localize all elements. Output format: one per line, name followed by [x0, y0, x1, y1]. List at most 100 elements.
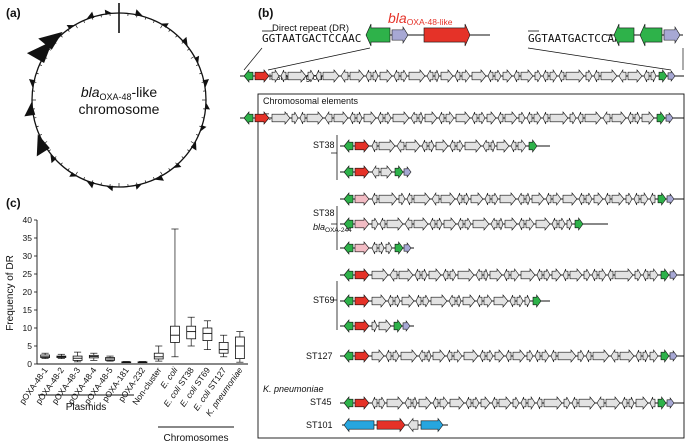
grey-gene [430, 218, 435, 230]
y-tick-label: 10 [23, 323, 33, 333]
grey-gene [572, 397, 577, 409]
grey-gene [341, 70, 348, 82]
y-tick-label: 0 [27, 359, 32, 369]
dr-arrow-icon [37, 134, 50, 156]
dr-arrow-icon [203, 79, 209, 88]
chromosome-tick [182, 157, 184, 159]
grey-gene [506, 350, 511, 362]
grey-gene [488, 70, 493, 82]
chromosome-tick [61, 163, 63, 165]
y-tick-label: 15 [23, 305, 33, 315]
grey-gene [465, 218, 471, 230]
grey-gene [491, 140, 495, 152]
grey-gene [525, 295, 530, 307]
grey-gene [644, 70, 649, 82]
y-tick-label: 30 [23, 251, 33, 261]
grey-gene [393, 112, 409, 124]
y-tick-label: 25 [23, 269, 33, 279]
st38-label: ST38 [313, 140, 335, 150]
grey-gene [473, 397, 479, 409]
plasmids-group-label: Plasmids [66, 402, 107, 413]
grey-gene [550, 70, 557, 82]
grey-gene [441, 193, 455, 205]
grey-gene [535, 70, 541, 82]
lavender-gene [667, 194, 674, 204]
grey-gene [650, 350, 658, 362]
grey-gene [518, 140, 526, 152]
grey-gene [408, 419, 418, 432]
grey-gene [422, 140, 427, 152]
grey-gene [592, 269, 597, 281]
grey-gene [462, 70, 470, 82]
chromosome-tick [68, 30, 69, 32]
y-tick-label: 5 [27, 341, 32, 351]
grey-gene [495, 70, 501, 82]
grey-gene [511, 269, 519, 281]
grey-gene [390, 269, 397, 281]
grey-gene [499, 218, 503, 230]
bla-gene [355, 320, 369, 332]
grey-gene [606, 397, 620, 409]
grey-gene [379, 320, 391, 332]
grey-gene [350, 70, 364, 82]
dr-arrow-icon [135, 9, 143, 16]
grey-gene [435, 70, 439, 82]
box [235, 337, 244, 359]
panel-b: (b) Direct repeat (DR) blaOXA-48-like GG… [240, 6, 684, 438]
dr-green-gene [344, 140, 353, 152]
dr-arrow-icon [200, 125, 206, 131]
grey-gene [372, 350, 384, 362]
grey-gene [585, 112, 601, 124]
grey-gene [492, 193, 498, 205]
chromosome-tick [68, 168, 69, 170]
grey-gene [411, 112, 417, 124]
chromosome-tick [76, 25, 78, 28]
grey-gene [350, 112, 355, 124]
grey-gene [464, 350, 478, 362]
dr-arrow-icon [29, 79, 35, 88]
dr-green-gene [658, 193, 666, 205]
grey-gene [611, 350, 618, 362]
chromosome-tick [191, 57, 194, 59]
grey-gene [594, 70, 599, 82]
grey-gene [402, 295, 414, 307]
grey-gene [526, 218, 534, 230]
grey-gene [379, 193, 397, 205]
grey-gene [484, 269, 488, 281]
grey-gene [650, 397, 655, 409]
grey-gene [444, 218, 456, 230]
st45-label: ST45 [310, 397, 332, 407]
grey-gene [414, 193, 430, 205]
grey-gene [450, 269, 456, 281]
grey-gene [380, 218, 385, 230]
grey-gene [471, 193, 483, 205]
grey-gene [535, 350, 540, 362]
grey-gene [491, 218, 497, 230]
grey-gene [636, 397, 648, 409]
dr-green-gene [661, 269, 669, 281]
st38-bla-label: ST38 [313, 208, 335, 218]
dr-arrow-icon [50, 154, 56, 163]
grey-gene [597, 397, 604, 409]
dr-green-gene-zoom [366, 24, 390, 46]
grey-gene [599, 269, 606, 281]
grey-gene [450, 397, 464, 409]
chromosome-tick [161, 172, 163, 175]
grey-gene [536, 218, 550, 230]
bla-oxa48-gene-zoom [424, 24, 470, 46]
panel-a: (a) blaOXA-48-like chromosome [6, 3, 210, 191]
lavender-gene [404, 243, 411, 253]
grey-gene [511, 140, 516, 152]
grey-gene [537, 269, 542, 281]
panel-b-label: (b) [258, 6, 273, 20]
grey-gene [423, 295, 429, 307]
blue-gene [421, 419, 443, 432]
grey-gene [559, 218, 565, 230]
grey-gene [386, 350, 391, 362]
grey-gene [643, 269, 648, 281]
grey-gene [457, 140, 463, 152]
grey-gene [397, 140, 404, 152]
grey-gene [414, 218, 428, 230]
grey-gene [594, 193, 603, 205]
